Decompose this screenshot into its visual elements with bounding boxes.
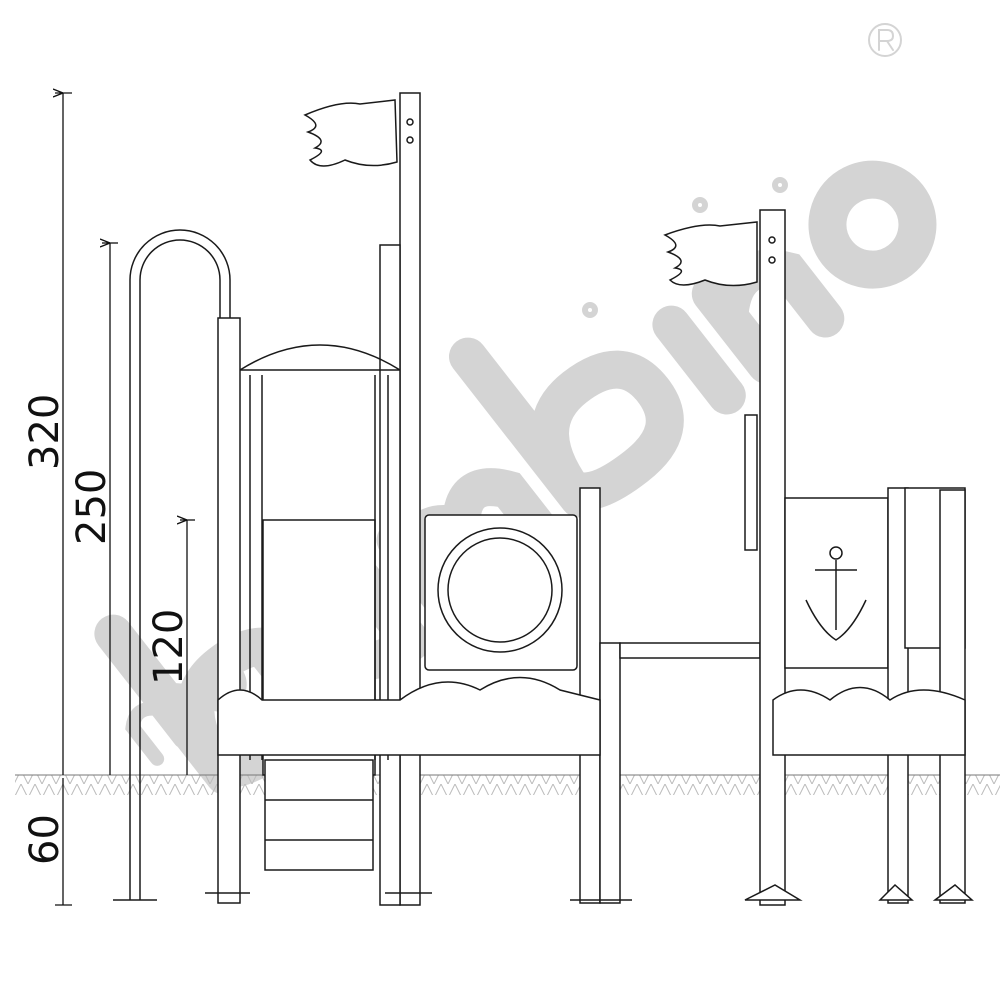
- post: [599, 642, 621, 904]
- wave-board: [217, 676, 601, 756]
- flag: [663, 221, 758, 287]
- dimension-lines: [55, 93, 195, 906]
- flag-post: [759, 209, 786, 906]
- flag-post: [399, 92, 421, 906]
- anchor-icon: [805, 546, 867, 641]
- steering-wheel: [744, 414, 758, 551]
- dimension-60: 60: [22, 814, 68, 865]
- ground: [15, 774, 1000, 795]
- playground-structure: [113, 92, 974, 906]
- post: [379, 244, 401, 906]
- flag: [303, 99, 398, 167]
- wave-board: [772, 686, 966, 756]
- dimension-320: 320: [22, 394, 68, 470]
- arch-handrail: [129, 229, 231, 900]
- registered-mark-icon: [868, 23, 902, 57]
- dimension-120: 120: [146, 609, 192, 685]
- dimension-250: 250: [69, 469, 115, 545]
- ladder: [264, 759, 374, 871]
- post: [217, 317, 241, 904]
- bridge-beam: [619, 642, 761, 659]
